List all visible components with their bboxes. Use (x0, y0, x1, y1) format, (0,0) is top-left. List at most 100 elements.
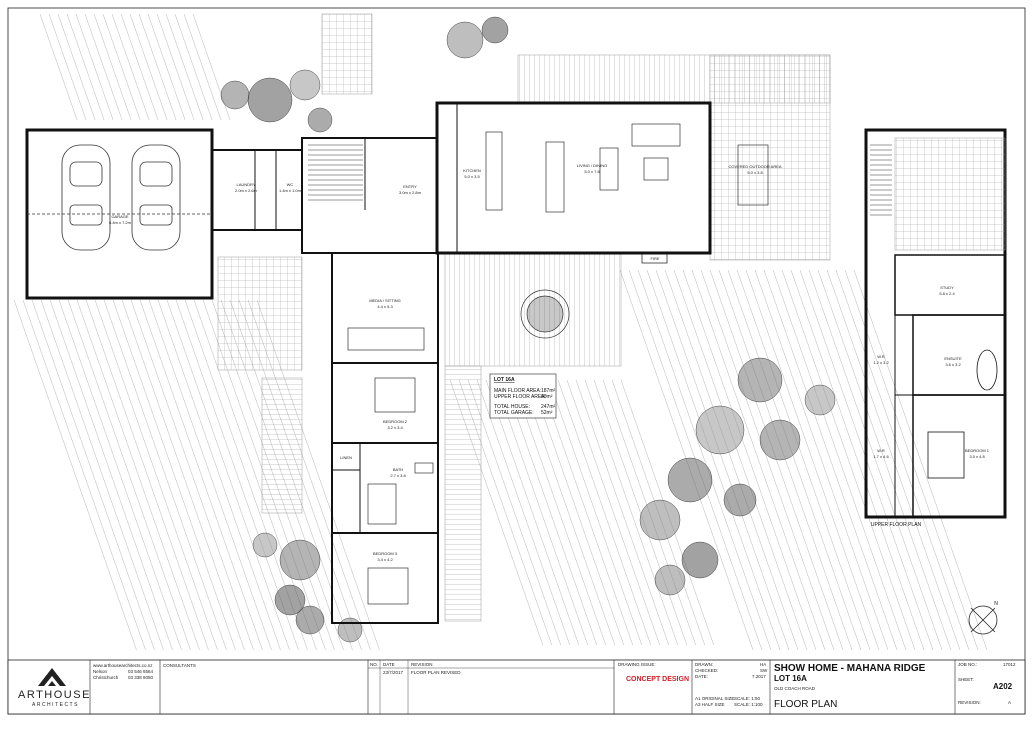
lawn-stroke (93, 13, 132, 121)
lawn-stroke (57, 13, 96, 121)
lawn-stroke (763, 269, 898, 651)
tree-canopy (667, 457, 713, 503)
lawn-stroke (557, 379, 651, 646)
a1-size-label: A1 ORIGINAL SIZE (695, 696, 734, 701)
lawn-stroke (130, 299, 254, 651)
lawn-stroke (584, 379, 678, 646)
room-entry-size: 3.0m x 2.8m (399, 190, 422, 195)
lawn-stroke (637, 269, 772, 651)
lawn-stroke (494, 379, 588, 646)
date-label: DATE: (695, 674, 708, 679)
room-wr2-name: W.R (877, 448, 885, 453)
lawn-stroke (530, 379, 624, 646)
office-2: Christchurch (93, 675, 119, 680)
lawn-stroke (548, 379, 642, 646)
upper-floor-title: UPPER FLOOR PLAN (871, 522, 922, 528)
lawn-stroke (593, 379, 687, 646)
area-table-title: LOT 16A (494, 377, 515, 383)
lawn-stroke (718, 269, 853, 651)
lawn-stroke (120, 13, 159, 121)
lawn-stroke (826, 269, 961, 651)
lawn-stroke (512, 379, 606, 646)
phone-2: 03 338 6050 (128, 675, 154, 680)
room-living-name: LIVING / DINING (577, 163, 607, 168)
project-address: OLD COACH ROAD (774, 686, 816, 691)
garage-cars (27, 144, 212, 251)
revision-value: A (1008, 700, 1011, 705)
tree-canopy (307, 107, 333, 133)
lawn-stroke (111, 13, 150, 121)
tree-canopy (737, 357, 783, 403)
drawn-label: DRAWN: (695, 662, 713, 667)
room-entry-name: ENTRY (403, 184, 417, 189)
rev-header-date: DATE (383, 662, 395, 667)
lawn-stroke (67, 299, 191, 651)
tree-canopy (220, 80, 250, 110)
room-bed3-name: BEDROOM 3 (373, 551, 398, 556)
rev-header-no: NO. (370, 662, 378, 667)
lawn-stroke (165, 13, 204, 121)
a3-size-label: A3 HALF SIZE (695, 702, 725, 707)
room-bed1-size: 3.5 x 4.8 (969, 454, 985, 459)
title-block: ARTHOUSE ARCHITECTS www.arthousearchitec… (7, 659, 1026, 715)
lawn-stroke (539, 379, 633, 646)
lawn-stroke (85, 299, 209, 651)
lawn-stroke (646, 269, 781, 651)
room-bed1-name: BEDROOM 1 (965, 448, 990, 453)
lawn-stroke (103, 299, 227, 651)
room-covered-size: 5.0 x 3.8 (747, 170, 763, 175)
lawn-stroke (673, 269, 808, 651)
room-wr2-size: 1.7 x 4.6 (873, 454, 889, 459)
lawn-stroke (772, 269, 907, 651)
lawn-stroke (709, 269, 844, 651)
room-wc-size: 1.4m x 1.0m (279, 188, 302, 193)
lawn-stroke (121, 299, 245, 651)
tree-canopy (295, 605, 325, 635)
tree-canopy (654, 564, 686, 596)
room-living-size: 5.0 x 7.8 (584, 169, 600, 174)
lawn-stroke (84, 13, 123, 121)
north-label: N (994, 601, 998, 607)
room-fire-label: FIRE (650, 256, 659, 261)
north-arrow: N (968, 601, 998, 635)
lawn-stroke (174, 13, 213, 121)
sheet-number: A202 (993, 682, 1013, 691)
room-bath-size: 2.7 x 3.8 (390, 473, 406, 478)
tree-canopy (252, 532, 278, 558)
lawn-stroke (102, 13, 141, 121)
lawn-stroke (485, 379, 579, 646)
room-wc-name: WC (287, 182, 294, 187)
room-media-size: 4.4 x 5.3 (377, 304, 393, 309)
area-row-main-label: MAIN FLOOR AREA: (494, 388, 541, 394)
lawn-stroke (156, 13, 195, 121)
lawn-stroke (139, 299, 263, 651)
lawn-stroke (166, 299, 290, 651)
upper-floor-plan (864, 128, 1007, 519)
consultants-label: CONSULTANTS (163, 663, 196, 668)
lawn-stroke (691, 269, 826, 651)
area-row-total-label: TOTAL HOUSE: (494, 404, 530, 410)
lawn-stroke (817, 269, 952, 651)
drawing-issue-label: DRAWING ISSUE: (618, 662, 656, 667)
tree-canopy (723, 483, 757, 517)
lawn-stroke (736, 269, 871, 651)
room-labels: GARAGE 6.4m x 7.2m LAUNDRY 2.0m x 2.6m W… (109, 163, 990, 562)
rev-row-date: 23/7/2017 (383, 670, 404, 675)
project-title: SHOW HOME - MAHANA RIDGE (774, 663, 926, 674)
tree-canopy (639, 499, 681, 541)
room-laundry-name: LAUNDRY (236, 182, 255, 187)
brand-sub: ARCHITECTS (32, 702, 79, 708)
room-garage-name: GARAGE (111, 214, 128, 219)
lawn-stroke (75, 13, 114, 121)
room-bed2-name: BEDROOM 2 (383, 419, 408, 424)
lawn-stroke (727, 269, 862, 651)
lawn-stroke (48, 13, 87, 121)
room-garage-size: 6.4m x 7.2m (109, 220, 132, 225)
lawn-stroke (503, 379, 597, 646)
area-row-upper-value: 60m² (541, 394, 553, 400)
area-table: LOT 16A MAIN FLOOR AREA: 187m² UPPER FLO… (489, 373, 557, 419)
room-laundry-size: 2.0m x 2.6m (235, 188, 258, 193)
job-label: JOB NO.: (958, 662, 977, 667)
revision-label: REVISION: (958, 700, 981, 705)
tree-canopy (446, 21, 484, 59)
